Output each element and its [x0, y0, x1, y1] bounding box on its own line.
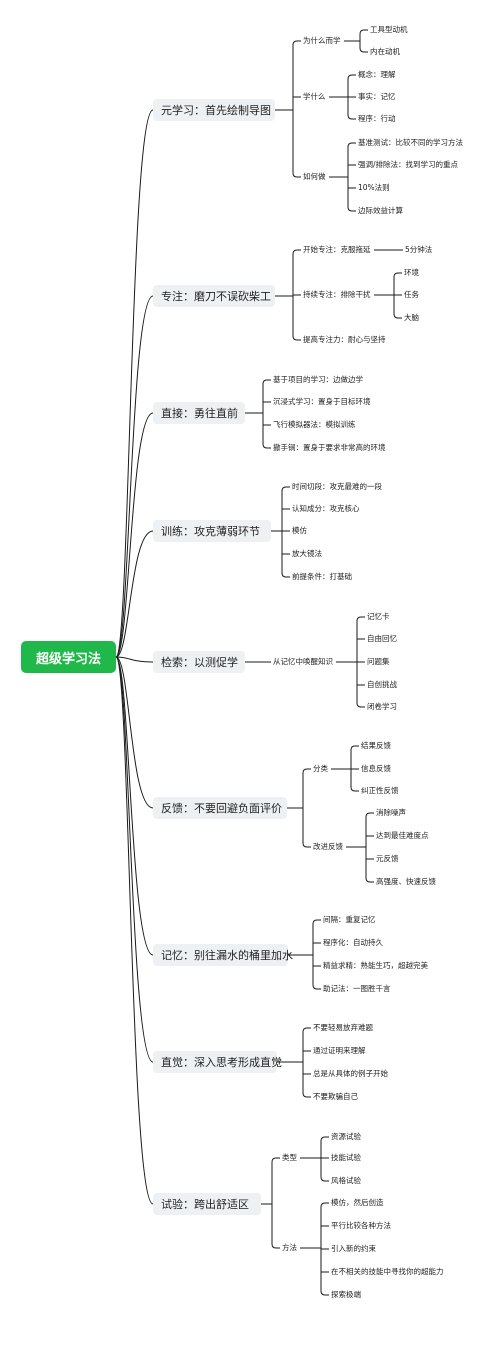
child-node[interactable]: 通过证明来理解	[313, 1046, 366, 1055]
leaf-node[interactable]: 信息反馈	[361, 764, 391, 773]
child-node[interactable]: 撤手锏：置身于要求非常高的环境	[273, 443, 386, 452]
child-node[interactable]: 不要轻易放弃难题	[313, 1023, 373, 1032]
branch-node-2[interactable]: 专注：磨刀不误砍柴工	[153, 285, 275, 307]
leaf-node[interactable]: 引入新的约束	[331, 1244, 376, 1253]
branch-node-1[interactable]: 元学习：首先绘制导图	[153, 99, 275, 121]
child-bracket	[329, 142, 356, 212]
leaf-node[interactable]: 风格试验	[331, 1176, 361, 1185]
child-node[interactable]: 模仿	[292, 526, 307, 535]
leaf-node[interactable]: 内在动机	[370, 47, 400, 56]
branch-bracket-8	[277, 1027, 311, 1098]
branch-bracket-9	[261, 1157, 280, 1249]
child-node[interactable]: 学什么	[303, 92, 326, 101]
child-bracket	[346, 812, 374, 883]
leaf-node[interactable]: 技能试验	[331, 1153, 361, 1162]
branch-bracket-6	[287, 768, 311, 848]
branch-bracket-7	[288, 919, 321, 990]
child-node[interactable]: 前提条件：打基础	[292, 572, 352, 581]
child-node[interactable]: 为什么而学	[303, 36, 341, 45]
child-node[interactable]: 总是从具体的例子开始	[313, 1069, 388, 1078]
child-node[interactable]: 基于项目的学习：边做边学	[273, 375, 363, 384]
leaf-node[interactable]: 10%法则	[358, 183, 390, 192]
child-bracket	[331, 745, 359, 792]
branch-node-7[interactable]: 记忆：别往漏水的桶里加水	[153, 944, 293, 966]
leaf-node[interactable]: 自创挑战	[367, 680, 397, 689]
leaf-node[interactable]: 工具型动机	[370, 25, 408, 34]
leaf-node[interactable]: 问题集	[367, 657, 390, 666]
child-node[interactable]: 助记法：一图胜千言	[323, 984, 391, 993]
root-node[interactable]: 超级学习法	[21, 641, 116, 673]
child-node[interactable]: 如何做	[303, 172, 326, 181]
branch-node-6[interactable]: 反馈：不要回避负面评价	[153, 797, 287, 819]
leaf-node[interactable]: 自由回忆	[367, 634, 397, 643]
branch-node-5[interactable]: 检索：以测促学	[153, 651, 245, 673]
branch-node-4[interactable]: 训练：攻克薄弱环节	[153, 520, 271, 542]
leaf-node[interactable]: 资源试验	[331, 1132, 361, 1141]
branch-bracket-4	[271, 486, 290, 578]
child-bracket	[336, 616, 365, 708]
child-bracket	[344, 29, 368, 53]
leaf-node[interactable]: 结果反馈	[361, 741, 391, 750]
root-branch-link-9	[115, 656, 154, 1205]
child-bracket	[374, 272, 402, 319]
root-branch-link-8	[115, 656, 154, 1063]
leaf-node[interactable]: 闭卷学习	[367, 702, 397, 711]
child-node[interactable]: 程序化：自动持久	[323, 938, 383, 947]
child-node[interactable]: 类型	[282, 1153, 297, 1162]
leaf-node[interactable]: 记忆卡	[367, 612, 390, 621]
branch-bracket-3	[245, 379, 271, 449]
child-node[interactable]: 分类	[313, 764, 328, 773]
child-node[interactable]: 飞行模拟器法：模拟训练	[273, 420, 356, 429]
branch-node-8[interactable]: 直觉：深入思考形成直觉	[153, 1051, 282, 1073]
leaf-node[interactable]: 大脑	[404, 313, 419, 322]
child-node[interactable]: 精益求精：熟能生巧，超越完美	[323, 961, 428, 970]
root-branch-link-6	[115, 656, 154, 809]
child-node[interactable]: 沉浸式学习：置身于目标环境	[273, 397, 371, 406]
child-node[interactable]: 从记忆中唤醒知识	[273, 657, 333, 666]
leaf-node[interactable]: 模仿，然后创造	[331, 1198, 384, 1207]
leaf-node[interactable]: 任务	[404, 290, 419, 299]
branch-bracket-1	[275, 40, 301, 178]
leaf-node[interactable]: 纠正性反馈	[361, 786, 399, 795]
leaf-node[interactable]: 边际效益计算	[358, 206, 403, 215]
child-node[interactable]: 开始专注：克服拖延	[303, 245, 371, 254]
leaf-node[interactable]: 概念：理解	[358, 70, 396, 79]
leaf-node[interactable]: 达到最佳难度点	[376, 831, 429, 840]
leaf-node[interactable]: 环境	[404, 268, 419, 277]
root-branch-link-1	[115, 109, 154, 658]
branch-node-9[interactable]: 试验：跨出舒适区	[153, 1193, 261, 1215]
child-node[interactable]: 放大镜法	[292, 549, 322, 558]
child-bracket	[329, 74, 356, 120]
leaf-node[interactable]: 高强度、快速反馈	[376, 877, 436, 886]
child-node[interactable]: 方法	[282, 1243, 297, 1252]
child-bracket	[300, 1202, 329, 1296]
child-node[interactable]: 持续专注：排除干扰	[303, 290, 371, 299]
root-branch-link-2	[115, 295, 154, 658]
child-node[interactable]: 时间切段：攻克最难的一段	[292, 482, 382, 491]
root-branch-link-3	[115, 412, 154, 658]
leaf-node[interactable]: 强调/排除法：找到学习的重点	[358, 160, 459, 169]
leaf-node[interactable]: 事实：记忆	[358, 92, 396, 101]
child-node[interactable]: 提高专注力：耐心与坚持	[303, 335, 386, 344]
root-branch-link-7	[115, 656, 154, 956]
leaf-node[interactable]: 在不相关的技能中寻找你的超能力	[331, 1267, 444, 1276]
leaf-node[interactable]: 5分钟法	[405, 245, 433, 254]
child-node[interactable]: 改进反馈	[313, 842, 343, 851]
child-node[interactable]: 间隔：重复记忆	[323, 915, 376, 924]
child-bracket	[300, 1136, 329, 1182]
branch-node-3[interactable]: 直接：勇往直前	[153, 402, 245, 424]
leaf-node[interactable]: 探索极端	[331, 1290, 361, 1299]
leaf-node[interactable]: 基准测试：比较不同的学习方法	[358, 138, 463, 147]
branch-bracket-2	[275, 249, 301, 341]
leaf-node[interactable]: 程序：行动	[358, 114, 396, 123]
child-node[interactable]: 认知成分：攻克核心	[292, 504, 360, 513]
leaf-node[interactable]: 元反馈	[376, 854, 399, 863]
leaf-node[interactable]: 平行比较各种方法	[331, 1221, 391, 1230]
child-node[interactable]: 不要欺骗自己	[313, 1092, 358, 1101]
root-branch-link-5	[115, 656, 154, 663]
root-branch-link-4	[115, 530, 154, 658]
leaf-node[interactable]: 消除噪声	[376, 808, 406, 817]
